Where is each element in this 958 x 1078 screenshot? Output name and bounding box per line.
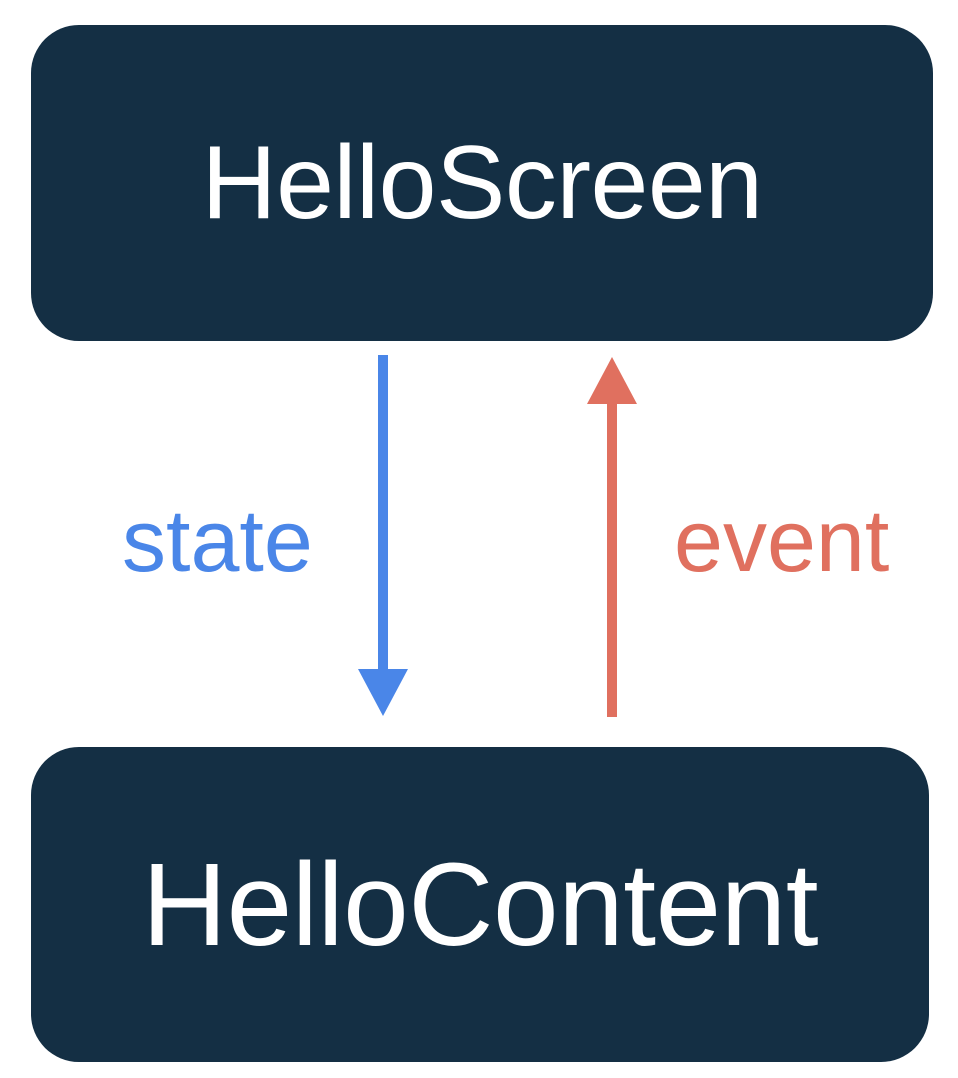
event-edge-label: event (674, 491, 890, 590)
event-arrow (584, 355, 640, 717)
state-arrow-icon (358, 355, 408, 716)
state-arrow (355, 355, 411, 717)
node-hello-content-label: HelloContent (141, 838, 819, 971)
node-hello-screen-label: HelloScreen (201, 125, 763, 241)
event-arrow-icon (587, 357, 637, 717)
node-hello-screen[interactable]: HelloScreen (31, 25, 933, 341)
node-hello-content[interactable]: HelloContent (31, 747, 929, 1062)
state-edge-label: state (122, 491, 313, 590)
